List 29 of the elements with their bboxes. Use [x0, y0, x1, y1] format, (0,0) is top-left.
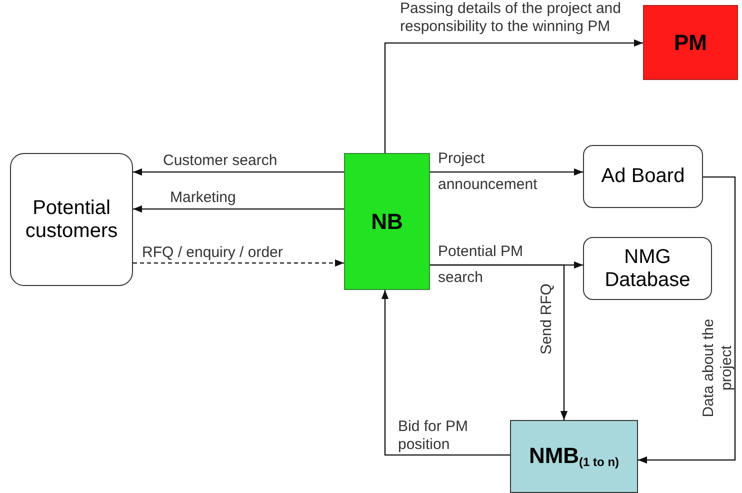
arrow [381, 290, 510, 456]
edge-label: Marketing [170, 189, 237, 207]
node-label: Ad Board [601, 165, 685, 188]
edge-label: RFQ / enquiry / order [142, 244, 284, 262]
role-box [643, 5, 738, 80]
node-label: NB [371, 208, 403, 234]
edge-label: Customer search [163, 152, 278, 170]
board-box [583, 145, 703, 208]
arrow [430, 264, 568, 420]
edge-label: Data about the project [700, 318, 736, 418]
edge-label: Send RFQ [538, 282, 556, 356]
edge-label: Project announcement [438, 149, 538, 195]
edge-label: Bid for PM position [398, 418, 470, 454]
node-label: PM [674, 30, 707, 56]
arrow [133, 168, 344, 176]
node-label: Potential customers [24, 196, 119, 242]
edge-label: Potential PM search [438, 242, 524, 288]
broker-box [510, 420, 638, 493]
arrow [133, 259, 344, 267]
node-label: NMB$_{(1 to n)}$ [528, 443, 620, 470]
customer-box [10, 153, 133, 286]
arrow [638, 176, 736, 464]
arrow [430, 168, 583, 176]
database-box [583, 237, 712, 300]
arrow [384, 39, 643, 153]
arrow [133, 205, 344, 213]
role-box [344, 153, 430, 290]
node-label: NMG Database [604, 246, 692, 292]
edge-label: Passing details of the project and responsibility to the winning PM [400, 0, 622, 36]
